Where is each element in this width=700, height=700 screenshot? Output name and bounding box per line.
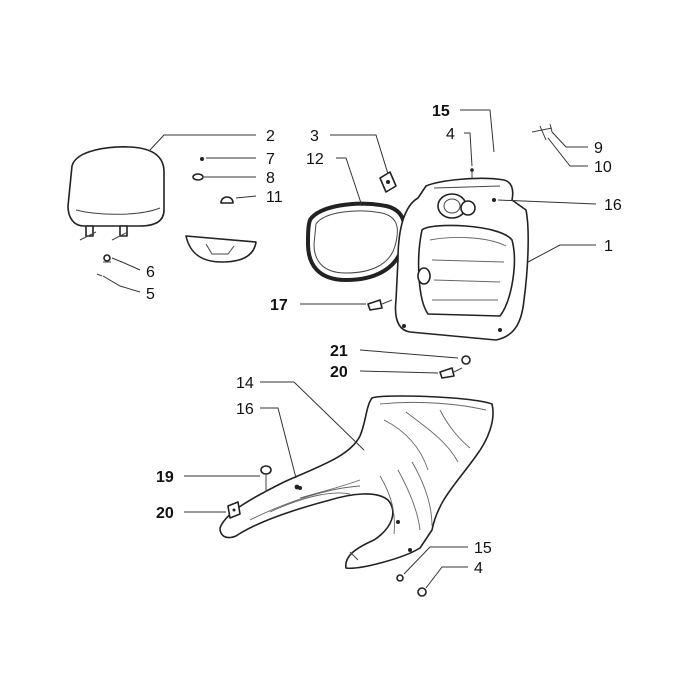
- callout-20-mid: 20: [330, 364, 348, 381]
- callout-8: 8: [266, 170, 275, 187]
- callout-20-lower: 20: [156, 505, 174, 522]
- callout-6: 6: [146, 264, 155, 281]
- callout-16-top: 16: [604, 197, 622, 214]
- callout-11: 11: [266, 189, 283, 206]
- callout-1: 1: [604, 238, 613, 255]
- callout-19: 19: [156, 469, 174, 486]
- callout-5: 5: [146, 286, 155, 303]
- part-19-screw: [260, 465, 272, 492]
- callout-3: 3: [310, 128, 319, 145]
- callout-15-top: 15: [432, 103, 450, 120]
- callout-15-bottom: 15: [474, 540, 492, 557]
- part-3-clip: [379, 171, 397, 193]
- part-11-fastener: [220, 196, 234, 204]
- part-4-pin-top: [470, 168, 474, 178]
- callout-21: 21: [330, 343, 348, 360]
- callout-16-lower: 16: [236, 401, 254, 418]
- callout-10: 10: [594, 159, 612, 176]
- part-15-clip-bottom: [396, 574, 404, 582]
- leader-lines: [102, 109, 597, 589]
- part-2-cover: [67, 146, 165, 241]
- part-9-10-tie: [531, 123, 553, 141]
- part-4-screw-bottom: [417, 587, 427, 597]
- callout-9: 9: [594, 140, 603, 157]
- callout-12: 12: [306, 151, 324, 168]
- part-20-screw-mid: [439, 367, 463, 379]
- callout-7: 7: [266, 151, 275, 168]
- part-12-seal: [306, 201, 407, 282]
- part-8-clip: [192, 173, 204, 181]
- part-16-dot-lower: [294, 484, 300, 490]
- callout-4-top: 4: [446, 126, 455, 143]
- callout-2: 2: [266, 128, 275, 145]
- part-17-screw: [367, 299, 393, 311]
- part-6-clip: [103, 254, 111, 263]
- part-16-dot-top: [492, 198, 496, 202]
- callout-labels: 2 7 8 11 6 5 3 12 15 4 9 10 16 1 17 21 2…: [146, 103, 622, 577]
- part-20-clip-lower: [227, 501, 241, 519]
- part-1-legshield: [394, 177, 529, 341]
- part-5-screw: [96, 273, 103, 277]
- callout-14: 14: [236, 375, 254, 392]
- part-14-floorboard: [219, 395, 494, 569]
- part-7-pin: [200, 157, 204, 161]
- callout-17: 17: [270, 297, 288, 314]
- tray-piece: [185, 235, 257, 263]
- callout-4-bottom: 4: [474, 560, 483, 577]
- part-21-nut: [461, 355, 471, 365]
